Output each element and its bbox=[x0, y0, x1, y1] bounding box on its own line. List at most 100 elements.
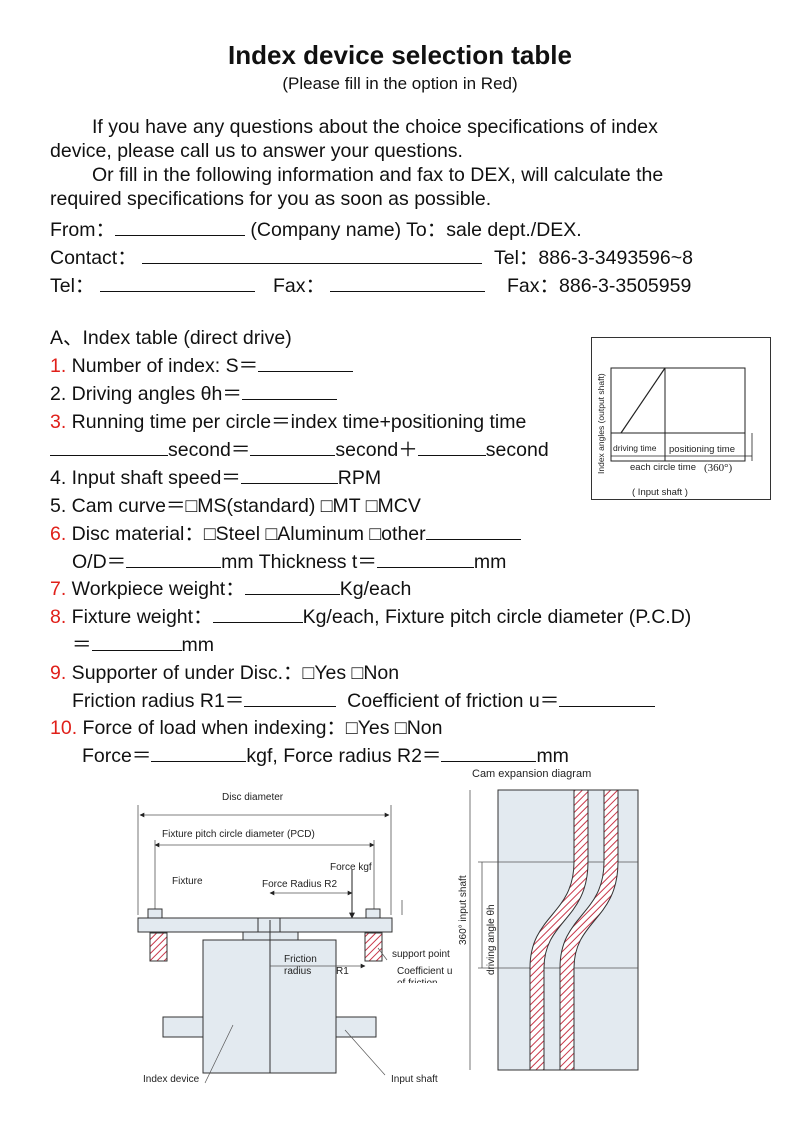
item-label[interactable]: Force of load when indexing：□Yes □Non bbox=[77, 717, 443, 739]
contact-field[interactable] bbox=[142, 246, 483, 264]
unit-label: mm bbox=[536, 745, 569, 767]
positioning-time-label: positioning time bbox=[669, 444, 735, 455]
item-number: 6. bbox=[50, 523, 67, 545]
unit-label: Kg/each bbox=[339, 578, 412, 600]
item-label: Friction radius R1＝ bbox=[72, 690, 245, 712]
timing-y-label: Index angles (output shaft) bbox=[596, 373, 606, 474]
item-number: 9. bbox=[50, 662, 67, 684]
each-circle-label: each circle time bbox=[630, 462, 696, 473]
unit-label: mm bbox=[473, 551, 507, 573]
pcd-field[interactable] bbox=[91, 633, 182, 651]
item-3-values: second＝ second＋ second bbox=[50, 433, 549, 462]
input-shaft-label: Input shaft bbox=[391, 1074, 438, 1085]
unit-label: O/D＝ bbox=[72, 551, 127, 573]
timing-diagram: Index angles (output shaft) driving time… bbox=[591, 337, 771, 500]
disc-diameter-label: Disc diameter bbox=[222, 792, 284, 803]
input-speed-field[interactable] bbox=[240, 466, 338, 484]
dex-tel: Tel：886-3-3493596~8 bbox=[494, 247, 693, 269]
item-label: Workpiece weight： bbox=[66, 578, 245, 600]
force-radius-field[interactable] bbox=[441, 744, 537, 762]
positioning-time-field[interactable] bbox=[417, 438, 486, 456]
from-field[interactable] bbox=[115, 218, 245, 236]
item-label[interactable]: Disc material：□Steel □Aluminum □other bbox=[66, 523, 426, 545]
each-circle-value: (360°) bbox=[704, 462, 733, 474]
driving-time-label: driving time bbox=[613, 443, 657, 453]
from-row: From： (Company name) To：sale dept./DEX. bbox=[50, 213, 582, 242]
item-number: 8. bbox=[50, 606, 67, 628]
fax-label: Fax： bbox=[273, 275, 326, 297]
coefficient-label: Coefficient u bbox=[397, 966, 452, 977]
item-label: Kg/each, Fixture pitch circle diameter (… bbox=[302, 606, 692, 628]
item-label: Force＝ bbox=[82, 745, 152, 767]
item-6: 6. Disc material：□Steel □Aluminum □other bbox=[50, 517, 521, 546]
radius-label: radius bbox=[284, 966, 311, 977]
workpiece-weight-field[interactable] bbox=[244, 577, 340, 595]
item-number: 10. bbox=[50, 717, 78, 739]
section-a-heading: A、Index table (direct drive) bbox=[50, 327, 292, 349]
cam-driving-angle-label: driving angle θh bbox=[486, 904, 497, 975]
item-label[interactable]: Supporter of under Disc.：□Yes □Non bbox=[66, 662, 400, 684]
timing-input-shaft-label: ( Input shaft ) bbox=[632, 487, 688, 498]
unit-label: ＝ bbox=[72, 634, 92, 656]
item-label: kgf, Force radius R2＝ bbox=[246, 745, 442, 767]
friction-coefficient-field[interactable] bbox=[559, 689, 656, 707]
index-device-label: Index device bbox=[143, 1074, 200, 1085]
unit-label: second＝ bbox=[168, 439, 251, 461]
friction-radius-field[interactable] bbox=[244, 689, 337, 707]
intro-line-1: If you have any questions about the choi… bbox=[92, 116, 658, 138]
unit-label: second＋ bbox=[335, 439, 418, 461]
from-label: From： bbox=[50, 219, 115, 241]
unit-label: RPM bbox=[337, 467, 382, 489]
item-7: 7. Workpiece weight：Kg/each bbox=[50, 572, 411, 601]
force-field[interactable] bbox=[151, 744, 247, 762]
item-label: 2. Driving angles θh＝ bbox=[50, 383, 242, 405]
intro-line-2: device, please call us to answer your qu… bbox=[50, 140, 463, 162]
item-number: 1. bbox=[50, 355, 67, 377]
fax-row: Fax： bbox=[273, 269, 486, 298]
force-label: Force kgf bbox=[330, 862, 372, 873]
pcd-label: Fixture pitch circle diameter (PCD) bbox=[162, 829, 315, 840]
item-1: 1. Number of index: S＝ bbox=[50, 349, 354, 378]
support-point-label: support point bbox=[392, 949, 450, 960]
item-label: Coefficient of friction u＝ bbox=[347, 690, 560, 712]
item-4: 4. Input shaft speed＝ RPM bbox=[50, 461, 381, 490]
company-label: (Company name) To：sale dept./DEX. bbox=[250, 219, 582, 241]
fax-field[interactable] bbox=[330, 274, 486, 292]
item-8-pcd: ＝ mm bbox=[72, 628, 214, 657]
page-subtitle: (Please fill in the option in Red) bbox=[282, 74, 518, 93]
cam-title: Cam expansion diagram bbox=[472, 768, 591, 780]
item-2: 2. Driving angles θh＝ bbox=[50, 377, 337, 406]
disc-od-field[interactable] bbox=[126, 550, 222, 568]
item-6-dims: O/D＝ mm Thickness t＝ mm bbox=[72, 545, 506, 574]
mechanism-diagram: Disc diameter Fixture pitch circle diame… bbox=[137, 768, 639, 1085]
disc-thickness-field[interactable] bbox=[376, 550, 474, 568]
friction-label: Friction bbox=[284, 954, 317, 965]
fixture-label: Fixture bbox=[172, 876, 203, 887]
driving-angle-field[interactable] bbox=[241, 382, 337, 400]
tel-label: Tel： bbox=[50, 275, 95, 297]
unit-label: mm Thickness t＝ bbox=[221, 551, 377, 573]
item-number: 3. bbox=[50, 411, 67, 433]
index-time-field[interactable] bbox=[250, 438, 336, 456]
item-label: 4. Input shaft speed＝ bbox=[50, 467, 241, 489]
force-radius-label: Force Radius R2 bbox=[262, 879, 337, 890]
item-label: Fixture weight： bbox=[66, 606, 213, 628]
unit-label: mm bbox=[181, 634, 215, 656]
running-time-field[interactable] bbox=[50, 438, 168, 456]
item-8: 8. Fixture weight： Kg/each, Fixture pitch… bbox=[50, 600, 691, 629]
other-material-field[interactable] bbox=[425, 522, 521, 540]
index-count-field[interactable] bbox=[258, 354, 354, 372]
item-5[interactable]: 5. Cam curve＝□MS(standard) □MT □MCV bbox=[50, 495, 421, 517]
unit-label: second bbox=[485, 439, 549, 461]
r1-label: R1 bbox=[336, 966, 349, 977]
dex-fax: Fax：886-3-3505959 bbox=[507, 275, 692, 297]
tel-row: Tel： bbox=[50, 269, 255, 298]
tel-field[interactable] bbox=[99, 274, 255, 292]
item-label: Running time per circle＝index time+posit… bbox=[66, 411, 527, 433]
item-9: 9. Supporter of under Disc.：□Yes □Non bbox=[50, 656, 399, 685]
fixture-weight-field[interactable] bbox=[212, 605, 303, 623]
item-9-values: Friction radius R1＝ Coefficient of frict… bbox=[72, 684, 656, 713]
page-title: Index device selection table bbox=[228, 40, 572, 70]
contact-label: Contact： bbox=[50, 247, 137, 269]
item-3: 3. Running time per circle＝index time+po… bbox=[50, 405, 526, 434]
